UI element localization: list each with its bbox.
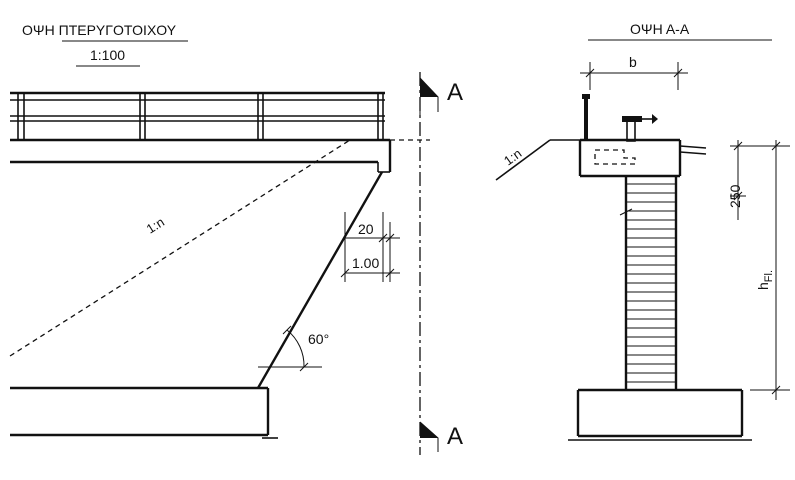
height-dimensions: [730, 140, 790, 400]
wall-stem: [619, 176, 678, 390]
right-view-title: ΟΨΗ Α-Α: [630, 21, 690, 37]
width-label: b: [629, 54, 637, 70]
foundation: [10, 386, 278, 439]
deck-slab-section: [578, 138, 707, 178]
left-elevation-view: ΟΨΗ ΠΤΕΡΥΓΟΤΟΙΧΟΥ 1:100: [9, 22, 463, 455]
section-view: ΟΨΗ Α-Α b 1:n: [495, 21, 790, 441]
angle-label: 60°: [308, 331, 329, 347]
dimension-lines: [340, 212, 400, 282]
height-label-sub: Fl.: [763, 270, 775, 282]
wing-wall-edge: [256, 171, 384, 389]
left-view-scale: 1:100: [90, 47, 125, 63]
height-label: hFl.: [755, 270, 775, 290]
svg-text:hFl.: hFl.: [755, 270, 775, 290]
embankment-slope-line: [9, 139, 351, 357]
section-marker-top: [419, 77, 439, 116]
left-slope-label: 1:n: [144, 214, 167, 236]
section-slope-label: 1:n: [501, 146, 524, 169]
section-marker-top-letter: A: [447, 79, 463, 106]
left-view-title: ΟΨΗ ΠΤΕΡΥΓΟΤΟΙΧΟΥ: [22, 22, 177, 38]
kerb-detail: [622, 114, 658, 142]
deck-slab: [10, 138, 392, 173]
angle-marker: [258, 325, 322, 372]
dim-250-label: 250: [727, 184, 743, 208]
section-marker-bottom-letter: A: [447, 423, 463, 450]
dim-100-label: 1.00: [352, 255, 379, 271]
railing: [10, 91, 385, 140]
dim-20-label: 20: [358, 221, 374, 237]
section-slope-line: [495, 139, 551, 181]
section-marker-bottom: [419, 421, 439, 452]
height-label-main: h: [755, 282, 771, 290]
railing-post: [582, 94, 590, 141]
width-dimension: [580, 62, 688, 90]
footing-section: [568, 388, 752, 441]
